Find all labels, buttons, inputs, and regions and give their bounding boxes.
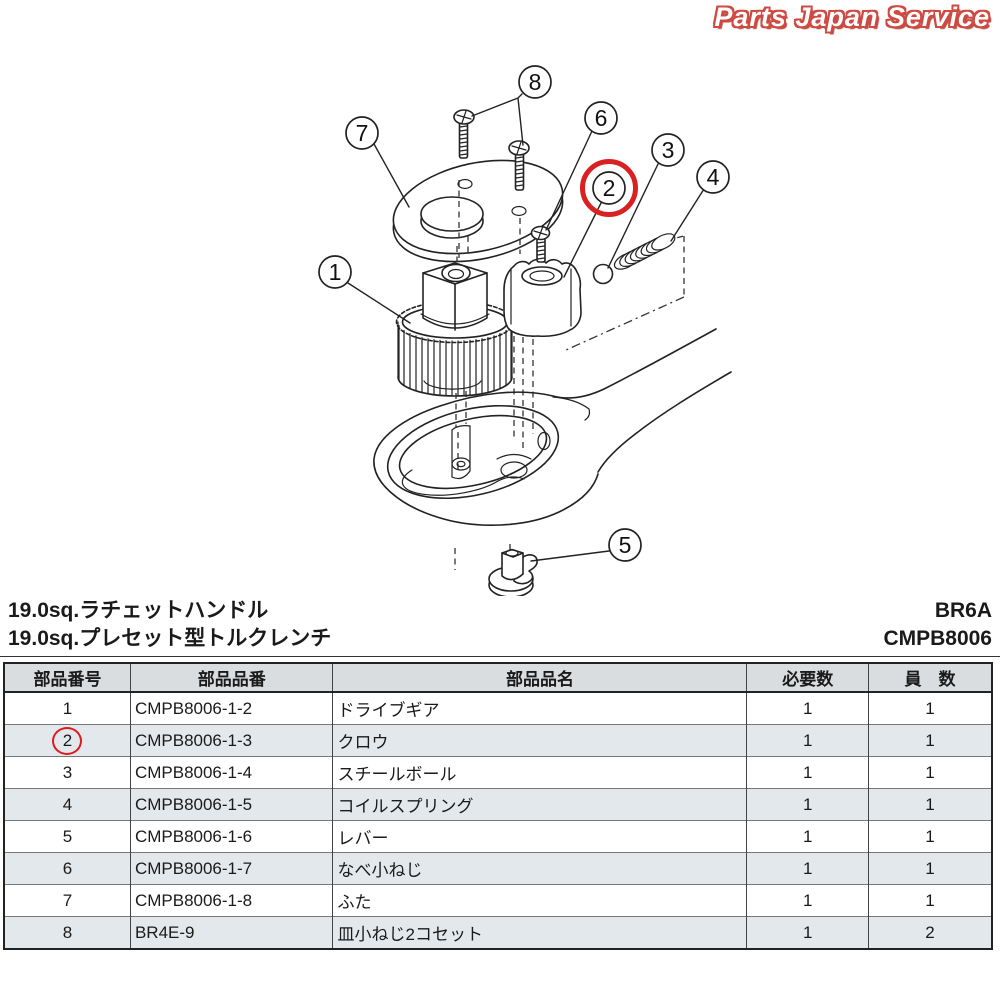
column-header: 員 数 [867, 663, 992, 693]
part-small-screw [530, 225, 551, 263]
part-code-cell: CMPB8006-1-7 [129, 852, 333, 885]
part-name-cell: コイルスプリング [332, 788, 747, 821]
part-code-cell: CMPB8006-1-6 [129, 820, 333, 853]
header-row: 部品番号部品品番部品品名必要数員 数 [4, 663, 992, 693]
svg-text:3: 3 [662, 137, 675, 163]
column-header: 部品番号 [4, 663, 131, 693]
highlight-ring [580, 159, 638, 217]
required-qty-cell: 1 [746, 916, 869, 949]
member-qty-cell: 1 [867, 788, 992, 821]
part-ratchet-head [373, 328, 732, 527]
callout-1: 1 [318, 255, 352, 289]
parts-table-header: 部品番号部品品番部品品名必要数員 数 [4, 663, 992, 693]
callout-8: 8 [518, 65, 552, 99]
product-name: 19.0sq.ラチェットハンドル [8, 599, 269, 622]
svg-text:2: 2 [603, 175, 616, 201]
required-qty-cell: 1 [746, 691, 869, 725]
callout-4: 4 [696, 160, 730, 194]
column-header: 部品品番 [129, 663, 333, 693]
part-number-cell: 5 [4, 820, 131, 853]
part-steel-ball [592, 263, 614, 285]
member-qty-cell: 1 [867, 884, 992, 917]
leader-lines [347, 93, 705, 562]
part-number-cell: 7 [4, 884, 131, 917]
part-drive-gear [395, 246, 515, 397]
member-qty-cell: 1 [867, 820, 992, 853]
product-code: CMPB8006 [883, 627, 992, 650]
part-code-cell: CMPB8006-1-5 [129, 788, 333, 821]
part-lever [488, 548, 538, 596]
divider-line [0, 656, 1000, 657]
part-number-cell: 4 [4, 788, 131, 821]
required-qty-cell: 1 [746, 820, 869, 853]
product-title-row: 19.0sq.プレセット型トルクレンチ CMPB8006 [8, 625, 992, 653]
part-code-cell: CMPB8006-1-3 [129, 724, 333, 757]
part-number-cell: 6 [4, 852, 131, 885]
part-coil-spring [613, 233, 676, 270]
part-claw [503, 258, 582, 338]
part-code-cell: BR4E-9 [129, 916, 333, 949]
part-pan-screws [453, 109, 530, 191]
product-code: BR6A [934, 599, 992, 622]
callout-3: 3 [651, 133, 685, 167]
member-qty-cell: 1 [867, 691, 992, 725]
product-titles: 19.0sq.ラチェットハンドル BR6A 19.0sq.プレセット型トルクレン… [8, 597, 992, 653]
highlighted-part-number: 2 [52, 726, 83, 755]
required-qty-cell: 1 [746, 788, 869, 821]
part-name-cell: ふた [332, 884, 747, 917]
svg-text:5: 5 [619, 532, 632, 558]
callout-2-highlighted: 2 [580, 159, 638, 217]
part-cover-plate [392, 159, 564, 263]
member-qty-cell: 1 [867, 852, 992, 885]
svg-text:4: 4 [707, 164, 720, 190]
part-name-cell: ドライブギア [332, 691, 747, 725]
required-qty-cell: 1 [746, 852, 869, 885]
part-number-cell: 2 [4, 724, 131, 757]
member-qty-cell: 2 [867, 916, 992, 949]
required-qty-cell: 1 [746, 724, 869, 757]
column-header: 部品品名 [332, 663, 747, 693]
member-qty-cell: 1 [867, 756, 992, 789]
column-header: 必要数 [746, 663, 869, 693]
part-code-cell: CMPB8006-1-2 [129, 691, 333, 725]
callout-6: 6 [584, 101, 618, 135]
brand-logo: Parts Japan Service [714, 2, 990, 32]
exploded-parts-diagram: 1 7 8 6 2 3 4 5 [318, 65, 732, 596]
callout-7: 7 [345, 116, 379, 150]
part-name-cell: クロウ [332, 724, 747, 757]
product-name: 19.0sq.プレセット型トルクレンチ [8, 627, 332, 650]
product-title-row: 19.0sq.ラチェットハンドル BR6A [8, 597, 992, 625]
required-qty-cell: 1 [746, 884, 869, 917]
part-number-cell: 8 [4, 916, 131, 949]
member-qty-cell: 1 [867, 724, 992, 757]
part-code-cell: CMPB8006-1-4 [129, 756, 333, 789]
part-name-cell: レバー [332, 820, 747, 853]
required-qty-cell: 1 [746, 756, 869, 789]
part-name-cell: なべ小ねじ [332, 852, 747, 885]
callout-5: 5 [608, 528, 642, 562]
svg-text:8: 8 [529, 69, 542, 95]
part-number-cell: 3 [4, 756, 131, 789]
part-number-cell: 1 [4, 691, 131, 725]
part-code-cell: CMPB8006-1-8 [129, 884, 333, 917]
part-name-cell: スチールボール [332, 756, 747, 789]
svg-text:7: 7 [356, 120, 369, 146]
svg-text:1: 1 [329, 259, 342, 285]
part-name-cell: 皿小ねじ2コセット [332, 916, 747, 949]
svg-text:6: 6 [595, 105, 608, 131]
